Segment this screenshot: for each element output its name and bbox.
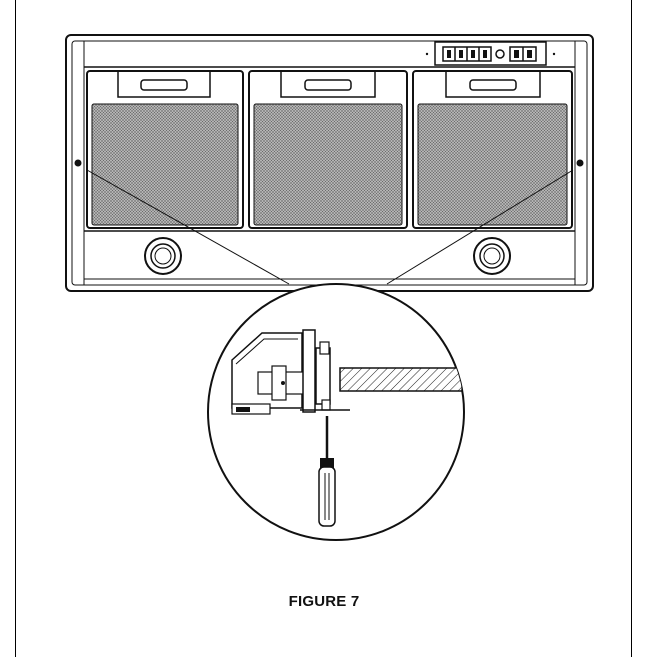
grease-filter-center: [248, 70, 408, 229]
grease-filter-left: [86, 70, 244, 229]
callout-leader-lines: [86, 169, 574, 285]
page-frame: [15, 0, 632, 657]
lamp-right: [473, 237, 511, 275]
figure-caption: FIGURE 7: [288, 593, 360, 610]
screw-icon: [576, 159, 584, 167]
lamp-left: [144, 237, 182, 275]
grease-filter-right: [412, 70, 573, 229]
control-panel-icon: [425, 41, 556, 66]
magnifier-callout-icon: [207, 283, 465, 541]
screwdriver-icon: [318, 416, 336, 527]
screw-icon: [74, 159, 82, 167]
